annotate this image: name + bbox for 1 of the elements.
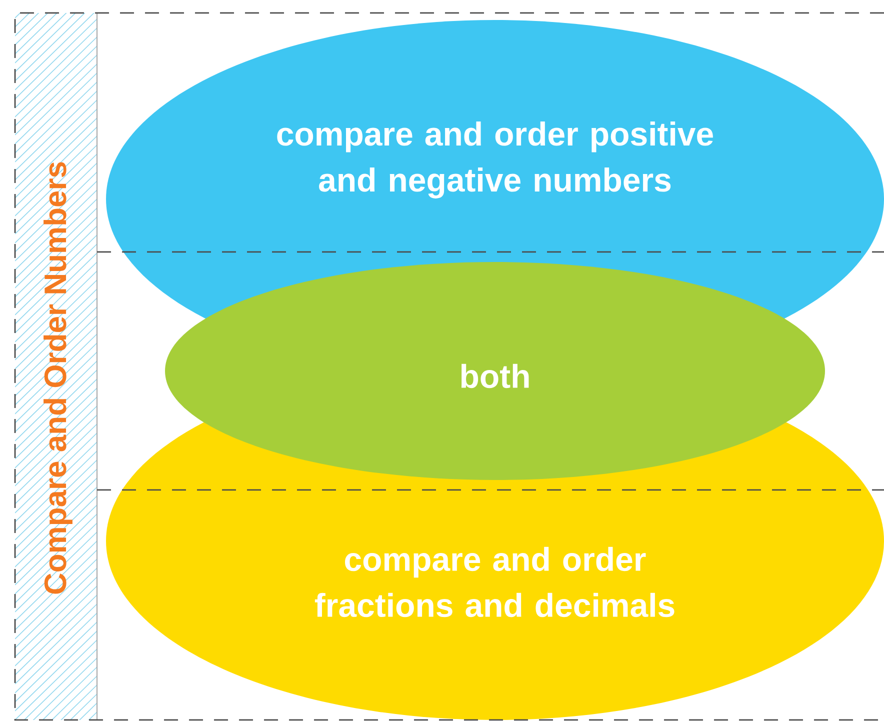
title: Compare and Order Numbers [44, 162, 72, 594]
